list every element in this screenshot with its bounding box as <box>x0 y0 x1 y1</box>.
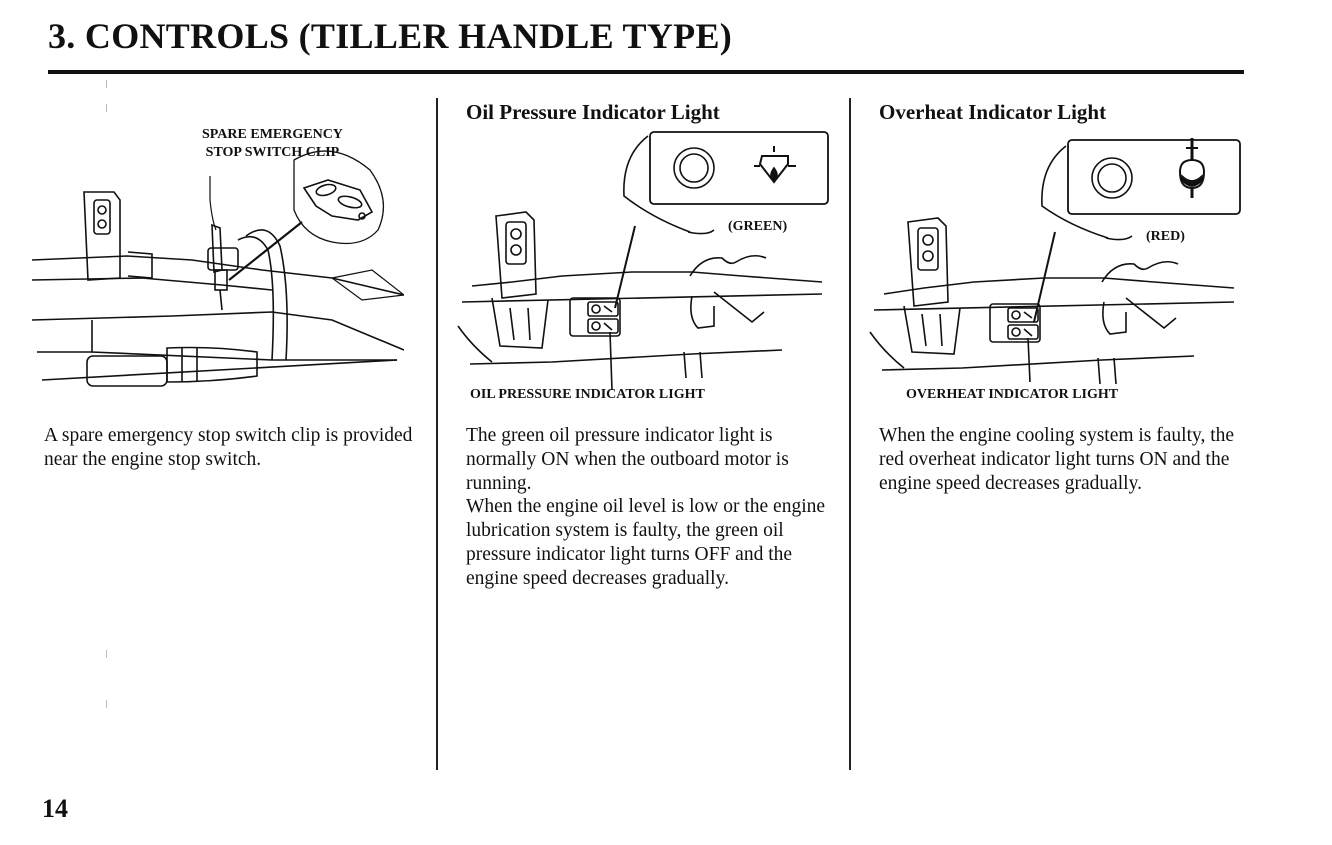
oil-pressure-heading: Oil Pressure Indicator Light <box>466 100 720 124</box>
spare-clip-callout: SPARE EMERGENCY STOP SWITCH CLIP <box>202 127 343 160</box>
overheat-illustration <box>869 138 1241 385</box>
thermometer-icon <box>1178 138 1206 198</box>
overheat-description: When the engine cooling system is faulty… <box>879 425 1235 494</box>
indicator-lamp-icon <box>673 147 715 189</box>
oil-can-icon <box>754 146 796 184</box>
title-rule <box>48 70 1244 74</box>
margin-tick <box>106 80 107 88</box>
oil-pressure-description: The green oil pressure indicator light i… <box>466 425 826 589</box>
spare-clip-description: A spare emergency stop switch clip is pr… <box>44 425 413 470</box>
column-divider <box>849 98 851 770</box>
column-divider <box>436 98 438 770</box>
margin-tick <box>106 700 107 708</box>
oil-pressure-illustration <box>457 131 829 391</box>
red-color-label: (RED) <box>1146 229 1185 244</box>
page-title: 3. CONTROLS (TILLER HANDLE TYPE) <box>48 16 733 56</box>
page-number: 14 <box>42 794 68 823</box>
margin-tick <box>106 104 107 112</box>
overheat-heading: Overheat Indicator Light <box>879 100 1107 124</box>
green-color-label: (GREEN) <box>728 219 788 234</box>
indicator-lamp-icon <box>1091 157 1133 199</box>
spare-clip-illustration <box>32 150 404 387</box>
margin-tick <box>106 650 107 658</box>
oil-pressure-light-callout: OIL PRESSURE INDICATOR LIGHT <box>470 387 705 402</box>
overheat-light-callout: OVERHEAT INDICATOR LIGHT <box>906 387 1119 402</box>
